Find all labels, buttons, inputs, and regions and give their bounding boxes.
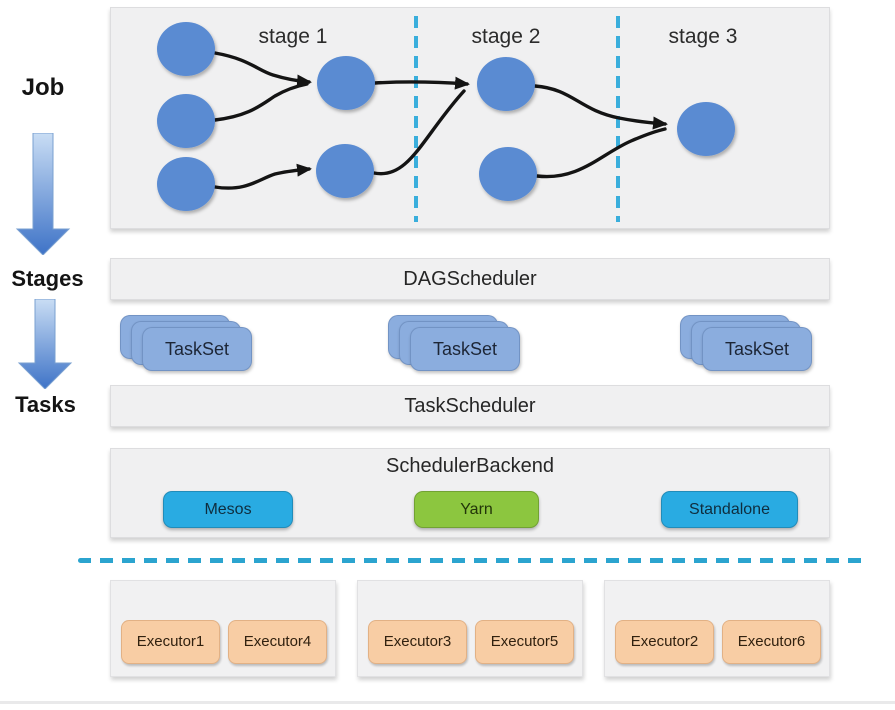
rdd-node-stage1-b1: [317, 56, 375, 110]
dag-edge: [533, 84, 668, 130]
executor-badge: Executor5: [475, 620, 574, 664]
taskset-stack-3: TaskSet: [680, 315, 812, 371]
dag-edge: [213, 163, 312, 190]
executor-badge: Executor1: [121, 620, 220, 664]
taskset-card-front: TaskSet: [702, 327, 812, 371]
stage3-label: stage 3: [669, 25, 738, 48]
worker-node-box-2: Executor3 Executor5: [357, 580, 583, 677]
rdd-node-stage3-d1: [677, 102, 735, 156]
scheduler-backend-panel: SchedulerBackend Mesos Yarn Standalone: [110, 448, 830, 538]
task-scheduler-label: TaskScheduler: [404, 395, 536, 417]
stage1-label: stage 1: [259, 25, 328, 48]
job-to-stages-arrow-icon: [15, 133, 71, 255]
executor-badge: Executor3: [368, 620, 467, 664]
scheduler-backend-title: SchedulerBackend: [386, 455, 554, 477]
job-label: Job: [21, 74, 65, 101]
standalone-backend-badge: Standalone: [661, 491, 798, 528]
tasks-label: Tasks: [15, 392, 76, 417]
cluster-separator-line: [78, 558, 868, 563]
rdd-node-stage1-b2: [316, 144, 374, 198]
dag-graph: stage 1 stage 2 stage 3: [157, 16, 738, 222]
rdd-node-stage1-a2: [157, 94, 215, 148]
dag-scheduler-bar: DAGScheduler: [110, 258, 830, 300]
stage2-label: stage 2: [472, 25, 541, 48]
dag-panel: stage 1 stage 2 stage 3: [110, 7, 830, 229]
executor-badge: Executor4: [228, 620, 327, 664]
mesos-backend-badge: Mesos: [163, 491, 293, 528]
task-scheduler-bar: TaskScheduler: [110, 385, 830, 427]
taskset-stack-2: TaskSet: [388, 315, 520, 371]
worker-node-box-3: Executor2 Executor6: [604, 580, 830, 677]
dag-edge: [535, 127, 667, 179]
slide-bottom-edge: [0, 701, 895, 704]
rdd-node-stage1-a1: [157, 22, 215, 76]
taskset-stack-1: TaskSet: [120, 315, 252, 371]
yarn-backend-badge: Yarn: [414, 491, 539, 528]
rdd-node-stage2-c1: [477, 57, 535, 111]
dag-edge: [373, 76, 470, 90]
rdd-node-stage2-c2: [479, 147, 537, 201]
dag-edge: [372, 89, 466, 176]
dag-edge: [213, 82, 309, 122]
stages-label: Stages: [11, 266, 84, 291]
executor-badge: Executor2: [615, 620, 714, 664]
dag-edge: [213, 51, 312, 88]
rdd-node-stage1-a3: [157, 157, 215, 211]
stages-to-tasks-arrow-icon: [17, 299, 73, 389]
dag-scheduler-label: DAGScheduler: [403, 268, 537, 290]
executor-badge: Executor6: [722, 620, 821, 664]
worker-node-box-1: Executor1 Executor4: [110, 580, 336, 677]
taskset-card-front: TaskSet: [410, 327, 520, 371]
taskset-card-front: TaskSet: [142, 327, 252, 371]
